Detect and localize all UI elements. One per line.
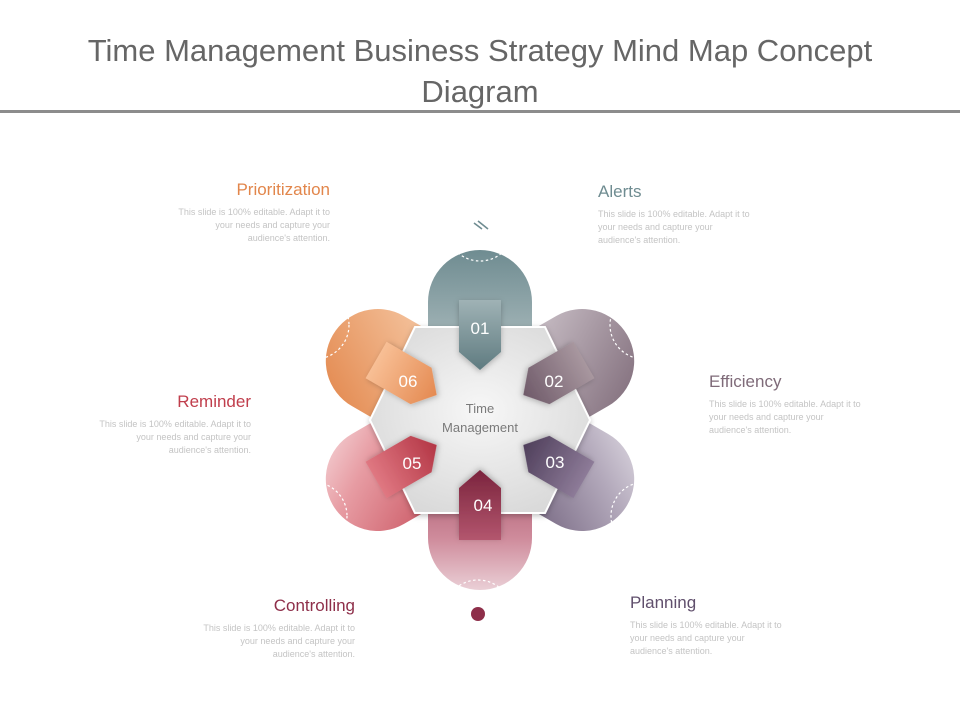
label-controlling: Controlling This slide is 100% editable.… xyxy=(155,596,355,661)
label-title-prioritization: Prioritization xyxy=(236,180,330,199)
label-desc-reminder: This slide is 100% editable. Adapt it to… xyxy=(99,419,251,455)
label-prioritization: Prioritization This slide is 100% editab… xyxy=(130,180,330,245)
icon-ring-planning xyxy=(610,481,680,551)
label-desc-alerts: This slide is 100% editable. Adapt it to… xyxy=(598,209,750,245)
number-tab-02 xyxy=(523,341,595,405)
label-desc-planning: This slide is 100% editable. Adapt it to… xyxy=(630,620,782,656)
puzzle-icon xyxy=(626,498,664,534)
number-tab-03 xyxy=(523,435,595,499)
gear-icon xyxy=(457,593,499,635)
icon-ring-efficiency xyxy=(609,290,679,360)
center-label-line2: Management xyxy=(442,420,518,435)
label-alerts: Alerts This slide is 100% editable. Adap… xyxy=(598,182,798,247)
number-label-06: 06 xyxy=(399,372,418,391)
label-reminder: Reminder This slide is 100% editable. Ad… xyxy=(51,392,251,457)
icon-ring-alerts xyxy=(445,192,515,262)
label-desc-prioritization: This slide is 100% editable. Adapt it to… xyxy=(178,207,330,243)
number-tab-01 xyxy=(459,300,501,370)
magnifier-icon xyxy=(297,308,331,342)
number-label-05: 05 xyxy=(403,454,422,473)
label-title-planning: Planning xyxy=(630,593,697,612)
label-desc-efficiency: This slide is 100% editable. Adapt it to… xyxy=(709,399,861,435)
title-divider xyxy=(0,110,960,113)
number-label-02: 02 xyxy=(545,372,564,391)
label-title-reminder: Reminder xyxy=(177,392,251,411)
label-desc-controlling: This slide is 100% editable. Adapt it to… xyxy=(203,623,355,659)
number-tab-06 xyxy=(365,341,437,405)
icon-ring-reminder xyxy=(278,481,348,551)
number-label-04: 04 xyxy=(474,496,493,515)
number-label-01: 01 xyxy=(471,319,490,338)
label-efficiency: Efficiency This slide is 100% editable. … xyxy=(709,372,909,437)
target-icon xyxy=(625,306,663,344)
number-tab-04 xyxy=(459,470,501,540)
number-tab-05 xyxy=(365,435,437,499)
label-planning: Planning This slide is 100% editable. Ad… xyxy=(630,593,830,658)
handshake-icon xyxy=(460,214,500,240)
center-label-line1: Time xyxy=(466,401,494,416)
number-label-03: 03 xyxy=(546,453,565,472)
icon-ring-controlling xyxy=(443,579,513,649)
icon-ring-prioritization xyxy=(280,290,350,360)
label-title-alerts: Alerts xyxy=(598,182,642,201)
label-title-controlling: Controlling xyxy=(273,596,355,615)
label-title-efficiency: Efficiency xyxy=(709,372,782,391)
page-title: Time Management Business Strategy Mind M… xyxy=(87,33,873,109)
lightbulb-gear-icon xyxy=(292,495,334,535)
